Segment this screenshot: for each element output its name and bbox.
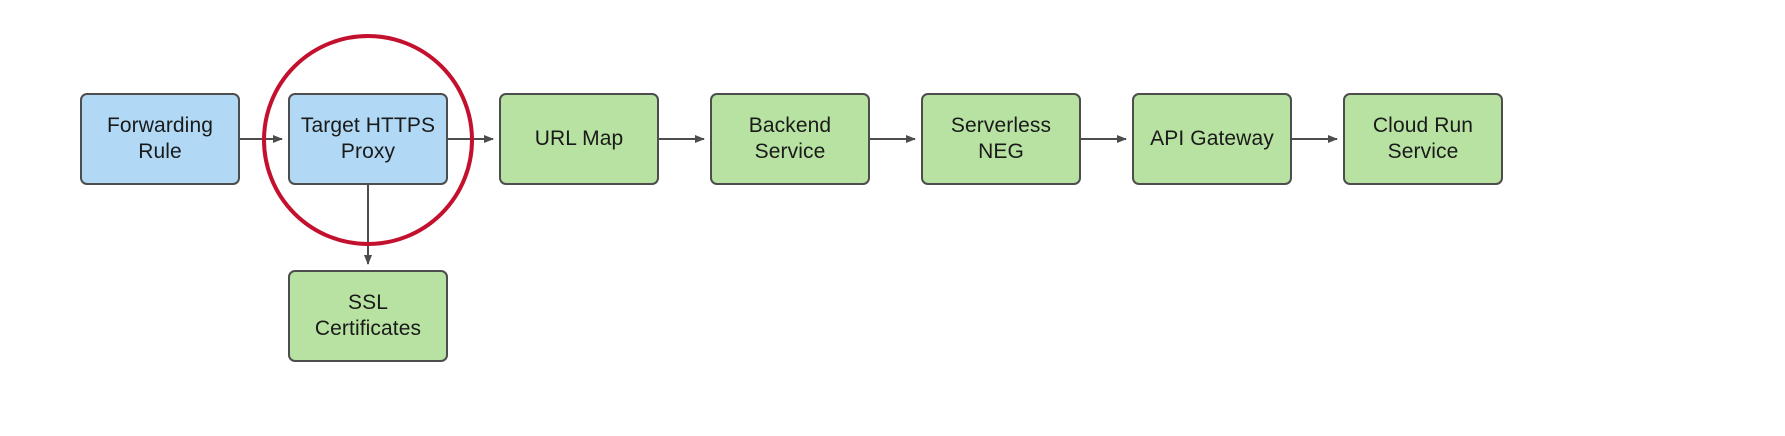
node-backend-service[interactable]: Backend Service (710, 93, 870, 185)
node-ssl-certificates[interactable]: SSL Certificates (288, 270, 448, 362)
node-label: Serverless NEG (950, 113, 1052, 163)
node-label: SSL Certificates (314, 290, 422, 340)
node-label: Forwarding Rule (106, 113, 214, 163)
node-cloud-run-service[interactable]: Cloud Run Service (1343, 93, 1503, 185)
node-label: Backend Service (748, 113, 832, 163)
node-serverless-neg[interactable]: Serverless NEG (921, 93, 1081, 185)
node-label: Target HTTPS Proxy (300, 113, 436, 163)
node-url-map[interactable]: URL Map (499, 93, 659, 185)
node-forwarding-rule[interactable]: Forwarding Rule (80, 93, 240, 185)
node-label: Cloud Run Service (1372, 113, 1474, 163)
node-label: URL Map (534, 126, 624, 150)
node-label: API Gateway (1150, 126, 1274, 150)
node-api-gateway[interactable]: API Gateway (1132, 93, 1292, 185)
node-target-https-proxy[interactable]: Target HTTPS Proxy (288, 93, 448, 185)
